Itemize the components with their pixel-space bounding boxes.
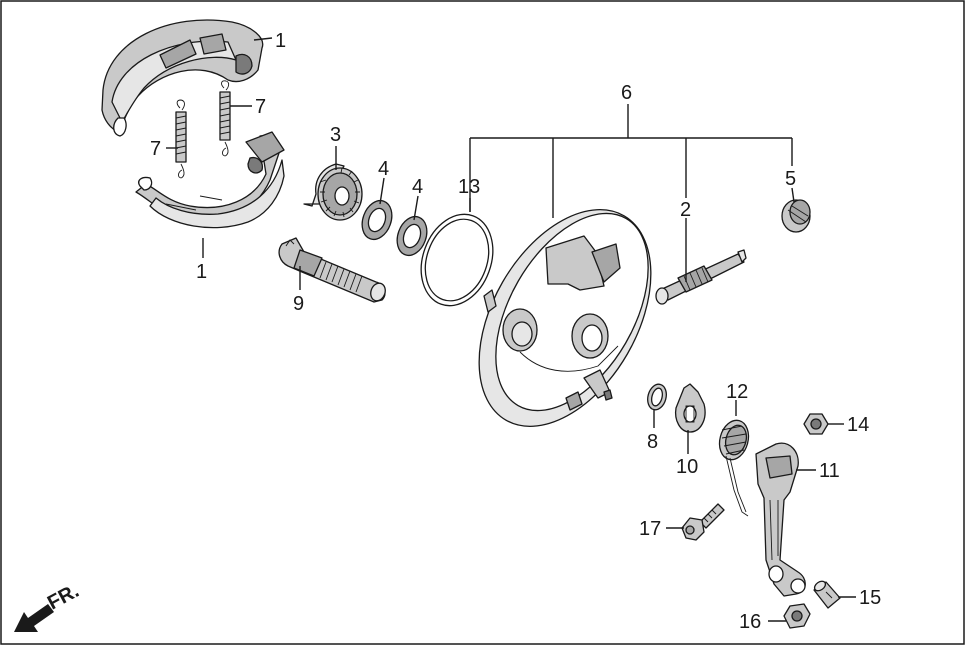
washer-b (396, 215, 428, 257)
callout-1-lower: 1 (196, 261, 207, 283)
washer-small (647, 383, 667, 411)
callout-13: 13 (458, 176, 480, 198)
callout-8: 8 (647, 431, 658, 453)
leader-lines (166, 37, 856, 622)
o-ring (420, 213, 494, 307)
washer-a (361, 199, 393, 241)
callout-2: 2 (680, 199, 691, 221)
callout-4b: 4 (412, 176, 423, 198)
brake-shoe-upper (101, 19, 264, 137)
leader-6-bracket (469, 104, 793, 218)
brake-cam (655, 249, 747, 305)
front-arrow-icon (14, 604, 54, 632)
spring-left (175, 99, 187, 179)
callout-6: 6 (621, 82, 632, 104)
callout-4a: 4 (378, 158, 389, 180)
callout-14: 14 (847, 414, 869, 436)
callout-11: 11 (819, 460, 840, 482)
drive-gear (303, 163, 363, 221)
spring-right (219, 80, 231, 157)
cap-nut (781, 199, 811, 233)
callout-9: 9 (293, 293, 304, 315)
return-spring (718, 419, 750, 517)
brake-panel (478, 209, 652, 427)
brake-arm (755, 442, 806, 597)
flange-nut (803, 413, 829, 435)
flange-bolt (681, 503, 725, 541)
joint-pin (813, 580, 841, 609)
callout-3: 3 (330, 124, 341, 146)
callout-12: 12 (726, 381, 748, 403)
brake-shoe-lower (135, 131, 285, 229)
callout-7-left: 7 (150, 138, 161, 160)
wear-indicator-plate (674, 383, 706, 433)
nut-small (783, 603, 811, 629)
callout-1-upper: 1 (275, 30, 286, 52)
callout-7-right: 7 (255, 96, 266, 118)
leader-4a (379, 177, 385, 205)
callout-labels: 1 1 2 3 4 4 5 6 7 7 8 9 10 11 12 13 14 1… (150, 30, 881, 633)
callout-16: 16 (739, 611, 761, 633)
callout-17: 17 (639, 518, 661, 540)
leader-1-upper (253, 37, 273, 41)
leader-4b (413, 195, 419, 221)
callout-10: 10 (676, 456, 698, 478)
splined-shaft (278, 237, 386, 303)
callout-5: 5 (785, 168, 796, 190)
callout-15: 15 (859, 587, 881, 609)
leader-5 (791, 187, 795, 203)
